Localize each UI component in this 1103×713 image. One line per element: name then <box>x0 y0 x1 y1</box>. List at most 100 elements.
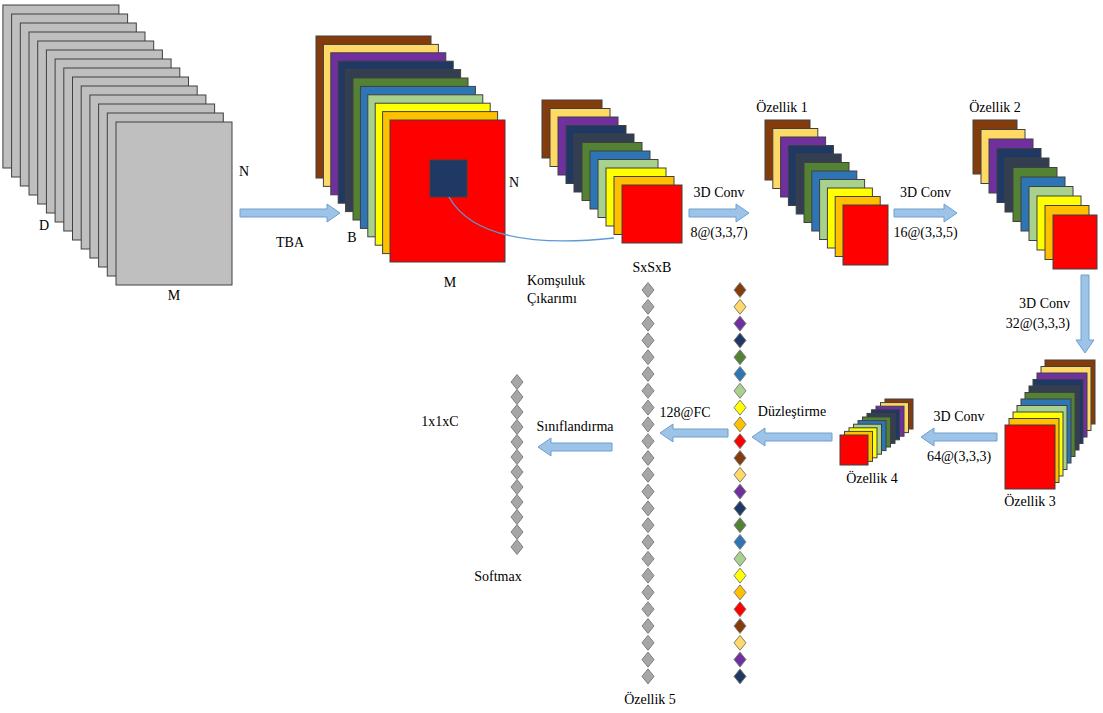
feature-stack: Özellik 1 <box>752 96 891 268</box>
feature-heading: Özellik 3 <box>1004 494 1056 510</box>
vector-element <box>642 417 654 432</box>
vector-element <box>511 465 523 480</box>
vector-element <box>642 602 654 617</box>
vector-element <box>642 501 654 516</box>
vector-element <box>734 283 746 298</box>
vector-element <box>511 510 523 525</box>
vector-element <box>511 390 523 405</box>
vector-element <box>734 652 746 667</box>
feature-map-sheet <box>1005 425 1055 489</box>
dimension-label: D <box>39 218 49 234</box>
vector-element <box>642 367 654 382</box>
feature-stack: Özellik 3 <box>1000 356 1099 511</box>
flow-arrow <box>752 428 832 446</box>
vector-element <box>734 568 746 583</box>
vector-element <box>642 518 654 533</box>
feature-map-sheet <box>390 120 505 262</box>
vector-element <box>734 417 746 432</box>
vector-element <box>642 383 654 398</box>
feature-stack: Özellik 2 <box>960 96 1099 272</box>
vector-element <box>642 652 654 667</box>
dimension-label: Düzleştirme <box>758 404 826 420</box>
feature-heading: Özellik 5 <box>624 692 676 708</box>
vector-element <box>642 400 654 415</box>
dimension-label: B <box>347 230 356 246</box>
feature-heading: SxSxB <box>633 260 672 276</box>
vector-element <box>511 420 523 435</box>
vector-element <box>642 619 654 634</box>
layer-label: Sınıflandırma <box>537 418 614 436</box>
feature-map-sheet <box>1053 215 1097 269</box>
feature-map-sheet <box>840 435 868 465</box>
vector-element <box>734 299 746 314</box>
layer-label: 3D Conv 8@(3,3,7) <box>682 173 756 253</box>
vector-element <box>642 434 654 449</box>
dimension-label: N <box>509 175 519 191</box>
vector-columns <box>511 283 746 684</box>
vector-element <box>642 535 654 550</box>
vector-element <box>642 316 654 331</box>
vector-element <box>734 551 746 566</box>
vector-element <box>642 283 654 298</box>
vector-element <box>642 333 654 348</box>
layer-label: 3D Conv 32@(3,3,3) <box>996 294 1070 334</box>
vector-element <box>734 383 746 398</box>
vector-element <box>734 602 746 617</box>
vector-element <box>734 518 746 533</box>
vector-element <box>734 434 746 449</box>
feature-map-sheet <box>622 185 682 243</box>
feature-heading: 1x1xC <box>421 414 458 430</box>
layer-label: 3D Conv 16@(3,3,5) <box>889 173 963 253</box>
vector-element <box>642 635 654 650</box>
vector-element <box>734 467 746 482</box>
vector-element <box>734 585 746 600</box>
feature-stack: 1x1xC Softmax <box>420 372 535 587</box>
feature-heading: Özellik 4 <box>846 471 898 487</box>
vector-element <box>734 501 746 516</box>
feature-stack: Özellik 5 <box>615 280 685 710</box>
vector-element <box>511 495 523 510</box>
vector-element <box>642 299 654 314</box>
dimension-label: M <box>444 275 456 291</box>
vector-element <box>511 375 523 390</box>
vector-element <box>642 551 654 566</box>
vector-element <box>642 585 654 600</box>
neighborhood-patch <box>430 160 467 197</box>
flow-arrow <box>240 204 340 222</box>
vector-element <box>734 350 746 365</box>
conv-arrow <box>1076 275 1094 353</box>
feature-heading: Özellik 2 <box>969 100 1021 116</box>
vector-element <box>642 568 654 583</box>
vector-element <box>642 467 654 482</box>
layer-label: 3D Conv 64@(3,3,3) <box>922 397 996 477</box>
conv-arrow <box>689 204 749 222</box>
vector-element <box>734 333 746 348</box>
feature-heading: Softmax <box>474 569 521 585</box>
vector-element <box>511 540 523 555</box>
vector-element <box>734 316 746 331</box>
feature-map-sheet <box>843 205 888 265</box>
vector-element <box>511 525 523 540</box>
vector-element <box>734 669 746 684</box>
vector-element <box>734 367 746 382</box>
vector-element <box>642 451 654 466</box>
feature-heading: Özellik 1 <box>756 100 808 116</box>
leader-line <box>449 197 614 241</box>
vector-element <box>511 435 523 450</box>
flow-arrows <box>240 204 832 446</box>
vector-element <box>642 484 654 499</box>
vector-element <box>511 450 523 465</box>
vector-element <box>734 451 746 466</box>
vector-element <box>734 635 746 650</box>
conv-arrow <box>894 204 957 222</box>
dimension-label: N <box>239 164 249 180</box>
vector-element <box>642 350 654 365</box>
feature-stack: SxSxB <box>540 98 686 283</box>
feature-map-stacks <box>3 5 1097 489</box>
flow-arrow <box>660 424 728 442</box>
vector-element <box>642 669 654 684</box>
vector-element <box>734 535 746 550</box>
